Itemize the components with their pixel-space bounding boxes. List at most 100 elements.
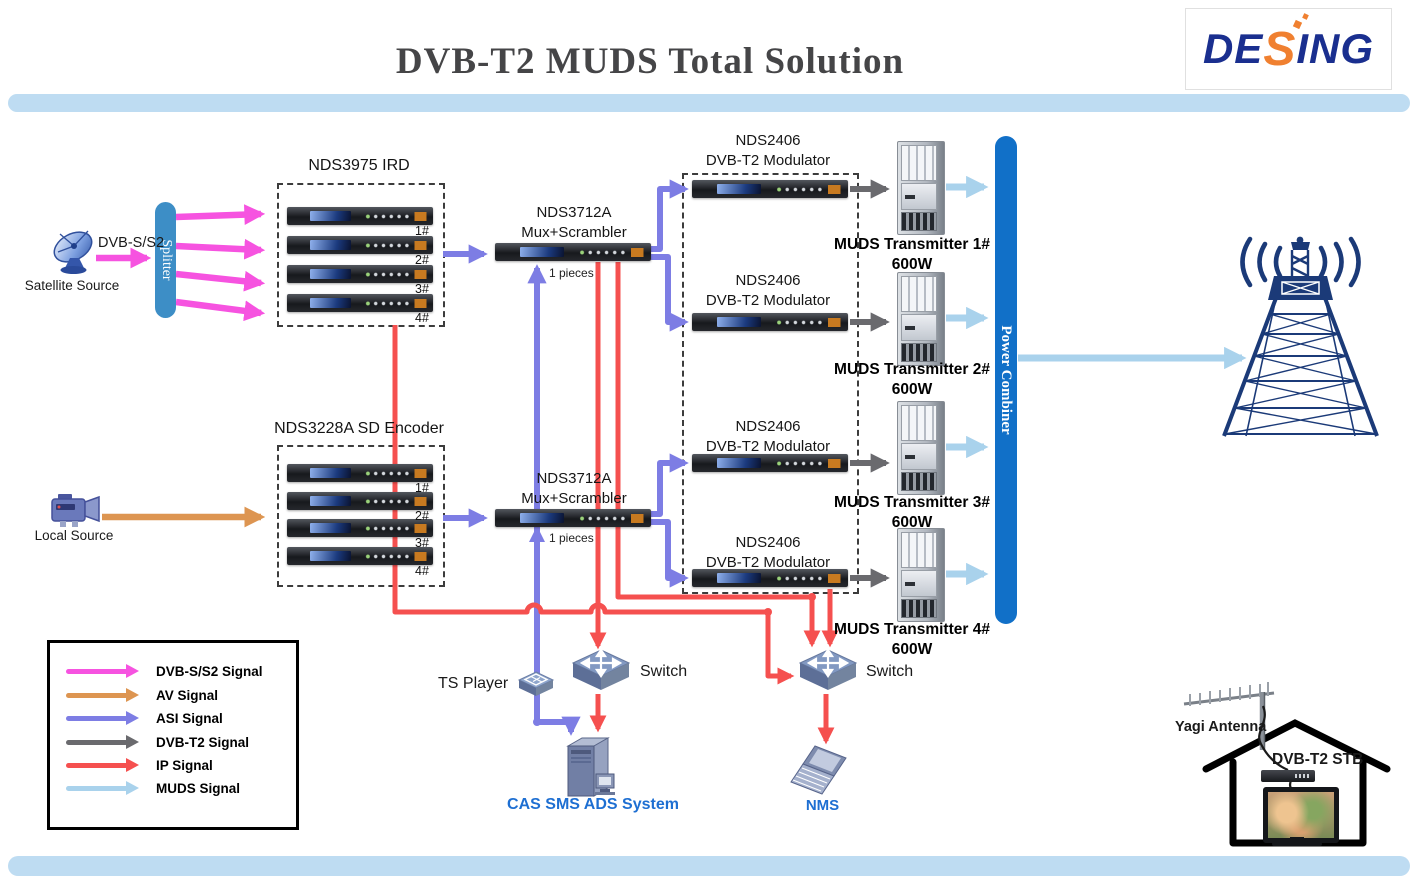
cas-system-label: CAS SMS ADS System <box>507 796 679 813</box>
transmitter-1-name: MUDS Transmitter 1# <box>834 236 990 253</box>
muds-signal-lines <box>946 175 1247 586</box>
camera-icon <box>51 494 100 527</box>
modulator-2-type: DVB-T2 Modulator <box>705 292 831 309</box>
modulator-group-box <box>682 173 859 594</box>
legend-box: DVB-S/S2 Signal AV Signal ASI Signal DVB… <box>47 640 299 830</box>
mux1-type: Mux+Scrambler <box>521 224 627 241</box>
muds-arrow-icon <box>66 781 150 795</box>
ird-unit-4-num: 4# <box>415 311 429 325</box>
asi-arrowhead-mux2 <box>529 526 545 542</box>
asi-signal-lines <box>443 179 689 736</box>
ts-player-label: TS Player <box>438 675 509 692</box>
switch2-icon <box>799 648 857 690</box>
transmitter-3-cabinet <box>897 401 945 495</box>
legend-item-av: AV Signal <box>66 686 218 704</box>
transmitter-1-cabinet <box>897 141 945 235</box>
legend-item-dvbs2: DVB-S/S2 Signal <box>66 662 263 680</box>
encoder-unit-4-num: 4# <box>415 564 429 578</box>
dvbs2-arrow-icon <box>66 664 150 678</box>
cas-server-icon <box>566 737 615 797</box>
ird-unit-2-num: 2# <box>415 253 429 267</box>
nms-laptop-icon <box>790 745 847 795</box>
tv-screen <box>1268 792 1334 838</box>
ip-signal-lines <box>392 262 839 745</box>
switch1-icon <box>572 648 630 690</box>
ird-unit-3-num: 3# <box>415 282 429 296</box>
asi-arrow-icon <box>66 711 150 725</box>
logo-text-de: DE <box>1202 25 1264 72</box>
transmitter-2-power: 600W <box>891 381 933 398</box>
tv-device <box>1263 787 1339 843</box>
mux2-type: Mux+Scrambler <box>521 490 627 507</box>
power-combiner-label: Power Combiner <box>998 325 1014 435</box>
modulator-2-device <box>692 313 848 331</box>
dvbt2-stb-label: DVB-T2 STB <box>1272 751 1364 768</box>
ip-junction <box>764 608 772 616</box>
dvbt2-arrow-icon <box>66 735 150 749</box>
modulator-4-device <box>692 569 848 587</box>
modulator-4-model: NDS2406 <box>735 534 801 551</box>
modulator-3-type: DVB-T2 Modulator <box>705 438 831 455</box>
page-title: DVB-T2 MUDS Total Solution <box>395 41 905 82</box>
modulator-1-model: NDS2406 <box>735 132 801 149</box>
encoder-unit-2 <box>287 492 433 510</box>
ip-arrow-icon <box>66 758 150 772</box>
local-source-label: Local Source <box>34 528 114 543</box>
modulator-3-device <box>692 454 848 472</box>
dvbs2-signal-lines <box>96 204 266 322</box>
footer-divider-bar <box>8 856 1410 876</box>
encoder-unit-4 <box>287 547 433 565</box>
encoder-unit-1-num: 1# <box>415 481 429 495</box>
ird-unit-3 <box>287 265 433 283</box>
asi-junction <box>533 718 541 726</box>
ird-unit-1 <box>287 207 433 225</box>
ird-unit-2 <box>287 236 433 254</box>
transmitter-4-name: MUDS Transmitter 4# <box>834 621 990 638</box>
modulator-4-type: DVB-T2 Modulator <box>705 554 831 571</box>
modulator-3-model: NDS2406 <box>735 418 801 435</box>
antenna-cable <box>1258 705 1289 772</box>
ird-group-title: NDS3975 IRD <box>308 157 410 174</box>
mux1-device <box>495 243 651 261</box>
legend-item-ip: IP Signal <box>66 756 213 774</box>
splitter-label: Splitter <box>159 239 174 281</box>
ts-player-icon <box>517 671 555 696</box>
encoder-unit-3 <box>287 519 433 537</box>
yagi-antenna-label: Yagi Antenna <box>1175 719 1267 735</box>
transmitter-4-cabinet <box>897 528 945 622</box>
encoder-unit-3-num: 3# <box>415 536 429 550</box>
encoder-group-title: NDS3228A SD Encoder <box>274 420 444 437</box>
encoder-unit-1 <box>287 464 433 482</box>
tv-base <box>1272 842 1322 846</box>
broadcast-tower-icon <box>1222 236 1379 437</box>
switch2-label: Switch <box>866 663 914 680</box>
dvbs2-signal-label: DVB-S/S2 <box>98 235 165 251</box>
stb-device <box>1261 770 1315 782</box>
transmitter-3-power: 600W <box>891 514 933 531</box>
splitter-bar <box>155 202 176 318</box>
yagi-antenna-icon <box>1183 682 1275 750</box>
transmitter-4-power: 600W <box>891 641 933 658</box>
transmitter-2-name: MUDS Transmitter 2# <box>834 361 990 378</box>
transmitter-2-cabinet <box>897 272 945 366</box>
header-divider-bar <box>8 94 1410 112</box>
ird-unit-4 <box>287 294 433 312</box>
ip-junction <box>808 593 816 601</box>
legend-item-dvbt2: DVB-T2 Signal <box>66 733 249 751</box>
mux2-model: NDS3712A <box>536 470 612 487</box>
logo-spark-icon <box>1302 13 1309 20</box>
modulator-1-device <box>692 180 848 198</box>
mux2-pieces: 1 pieces <box>549 531 594 545</box>
ird-unit-1-num: 1# <box>415 224 429 238</box>
mux1-pieces: 1 pieces <box>549 266 594 280</box>
mux2-device <box>495 509 651 527</box>
dvbt2-signal-lines <box>850 179 890 588</box>
legend-item-asi: ASI Signal <box>66 709 223 727</box>
nms-label: NMS <box>805 797 840 814</box>
transmitter-1-power: 600W <box>891 256 933 273</box>
logo-s-flame: S <box>1263 22 1297 76</box>
tv-stand <box>1290 837 1304 843</box>
